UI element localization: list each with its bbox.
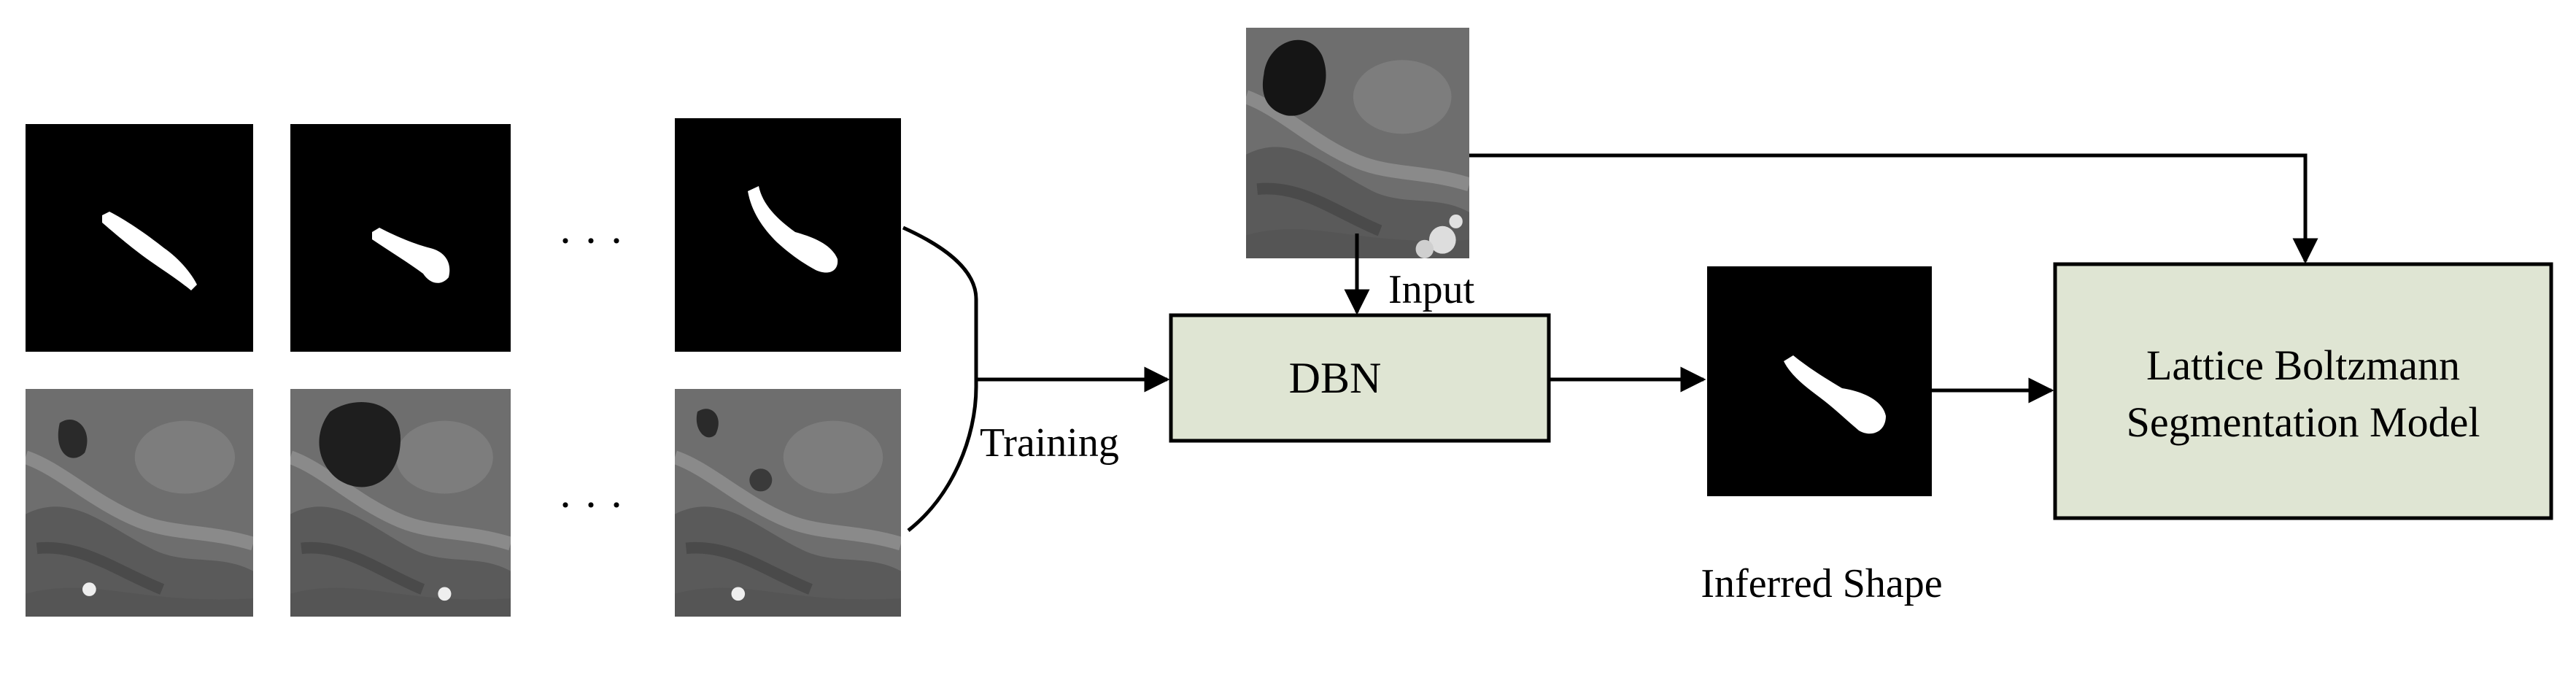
inferred-shape-mask [1707,266,1932,496]
training-mask-2 [290,124,511,352]
input-mri-image [1246,28,1469,258]
lbm-label-line1: Lattice Boltzmann [2146,342,2460,389]
training-mask-1 [26,124,253,352]
input-label: Input [1388,267,1475,312]
dbn-label: DBN [1289,354,1382,402]
training-brace [902,225,978,532]
dbn-box: DBN [1169,313,1551,443]
training-mri-2 [290,389,511,617]
lbm-segmentation-box: Lattice Boltzmann Segmentation Model [2053,262,2553,520]
training-label: Training [980,420,1119,466]
input-to-lbm-arrow [1469,153,2318,264]
inferred-shape-label: Inferred Shape [1701,561,1942,606]
ellipsis-top: · · · [558,217,624,265]
training-mask-n [675,118,901,352]
lbm-label-line2: Segmentation Model [2127,398,2480,446]
training-mri-n [675,389,901,617]
training-mri-1 [26,389,253,617]
ellipsis-bottom: · · · [558,481,624,529]
